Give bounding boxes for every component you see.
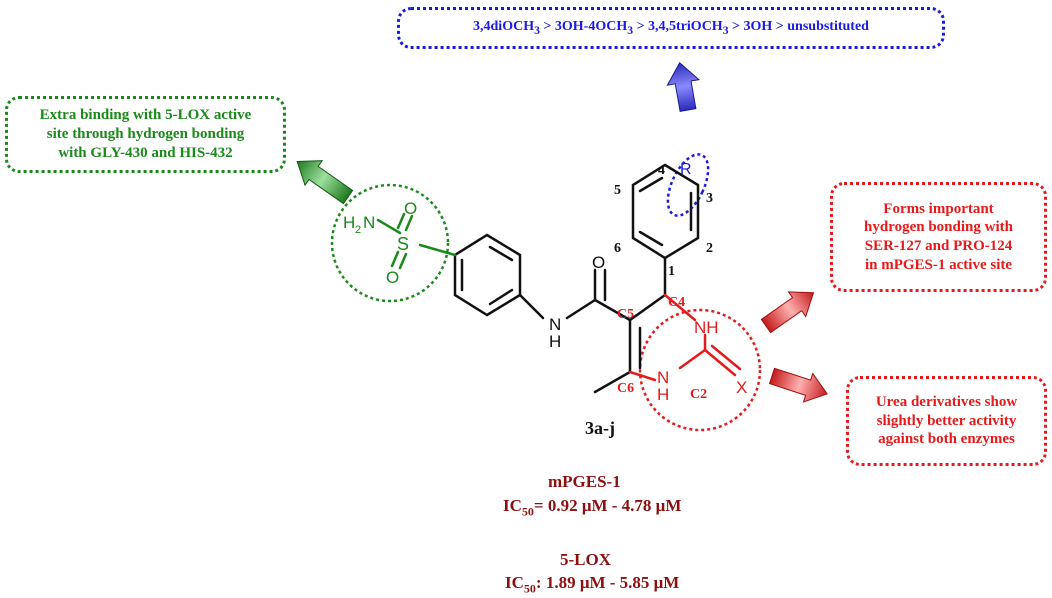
urea-activity-box: Urea derivatives show slightly better ac… xyxy=(846,376,1047,466)
atom-h2n-sub: 2 xyxy=(355,224,361,236)
sar-sub-1: 3 xyxy=(534,23,540,37)
sulfonamide-line-3: with GLY-430 and HIS-432 xyxy=(58,144,233,161)
lox-value: : 1.89 μM - 5.85 μM xyxy=(535,573,680,592)
sar-sub-3: 3 xyxy=(722,23,729,37)
atom-o-bottom: O xyxy=(386,268,399,287)
pos-2: 2 xyxy=(706,241,713,256)
black-bonds xyxy=(453,163,700,394)
pos-C6: C6 xyxy=(617,381,634,396)
sulfonamide-binding-box: Extra binding with 5-LOX active site thr… xyxy=(5,96,286,173)
atom-r: R xyxy=(680,161,692,178)
atom-n-amide: N xyxy=(549,315,561,334)
atom-x: X xyxy=(736,378,747,397)
pos-1: 1 xyxy=(668,264,675,279)
atom-o-top: O xyxy=(404,199,417,218)
red-arrow-lower xyxy=(768,367,828,403)
blue-arrow xyxy=(666,61,701,112)
sulfonamide-line-1: Extra binding with 5-LOX active xyxy=(39,107,252,124)
atom-s: S xyxy=(397,234,409,254)
green-arrow xyxy=(296,160,354,205)
pos-C2: C2 xyxy=(690,387,707,402)
pos-3: 3 xyxy=(706,191,713,206)
urea-line-1: Urea derivatives show xyxy=(875,393,1018,410)
substituent-order-box: 3,4diOCH3 > 3OH-4OCH3 > 3,4,5triOCH3 > 3… xyxy=(397,7,945,49)
sar-part-3: > 3,4,5triOCH xyxy=(633,18,723,34)
sar-sub-2: 3 xyxy=(627,23,634,37)
pos-C5: C5 xyxy=(617,307,634,322)
sar-part-4: > 3OH > unsubstituted xyxy=(728,18,869,34)
mpges-ic50: IC50= 0.92 μM - 4.78 μM xyxy=(503,496,681,519)
lox-title: 5-LOX xyxy=(560,550,611,569)
atom-h-amide: H xyxy=(549,332,561,351)
mpges-title: mPGES-1 xyxy=(548,472,621,491)
red-arrow-upper xyxy=(760,291,815,334)
pos-6: 6 xyxy=(614,241,621,256)
sulfonamide-line-2: site through hydrogen bonding xyxy=(46,126,245,143)
mpges-binding-box: Forms important hydrogen bonding with SE… xyxy=(830,182,1047,292)
sar-part-1: 3,4diOCH xyxy=(473,18,535,34)
compound-label: 3a-j xyxy=(585,418,615,438)
sulfonamide-highlight xyxy=(330,183,450,303)
urea-line-3: against both enzymes xyxy=(878,431,1015,448)
atom-h2n-h: H xyxy=(343,213,355,232)
urea-highlight xyxy=(638,308,762,432)
pos-C4: C4 xyxy=(668,295,685,310)
red-bonds xyxy=(628,293,742,382)
ic50-sub-1: 50 xyxy=(521,504,534,519)
mpges-line-2: hydrogen bonding with xyxy=(864,219,1013,236)
green-bonds xyxy=(376,212,457,270)
atom-n-bottom: N xyxy=(657,368,669,387)
r-substituent-ring xyxy=(666,153,710,217)
ic50-prefix-1: IC xyxy=(503,496,522,515)
urea-line-2: slightly better activity xyxy=(876,412,1017,429)
pos-4: 4 xyxy=(658,163,665,178)
sar-part-2: > 3OH-4OCH xyxy=(539,18,628,34)
atom-h2n-n: N xyxy=(363,213,375,232)
atom-o-amide: O xyxy=(592,253,605,272)
atom-nh-top: NH xyxy=(694,318,719,337)
mpges-line-3: SER-127 and PRO-124 xyxy=(864,238,1013,254)
mpges-line-1: Forms important xyxy=(883,200,994,217)
atom-h-bottom: H xyxy=(657,385,669,404)
mpges-value: = 0.92 μM - 4.78 μM xyxy=(533,496,682,515)
substituent-order-text: 3,4diOCH3 > 3OH-4OCH3 > 3,4,5triOCH3 > 3… xyxy=(473,18,869,38)
lox-ic50: IC50: 1.89 μM - 5.85 μM xyxy=(505,573,679,596)
ic50-prefix-2: IC xyxy=(505,573,524,592)
pos-5: 5 xyxy=(614,183,621,198)
ic50-sub-2: 50 xyxy=(523,581,536,596)
mpges-line-4: in mPGES-1 active site xyxy=(864,256,1013,273)
